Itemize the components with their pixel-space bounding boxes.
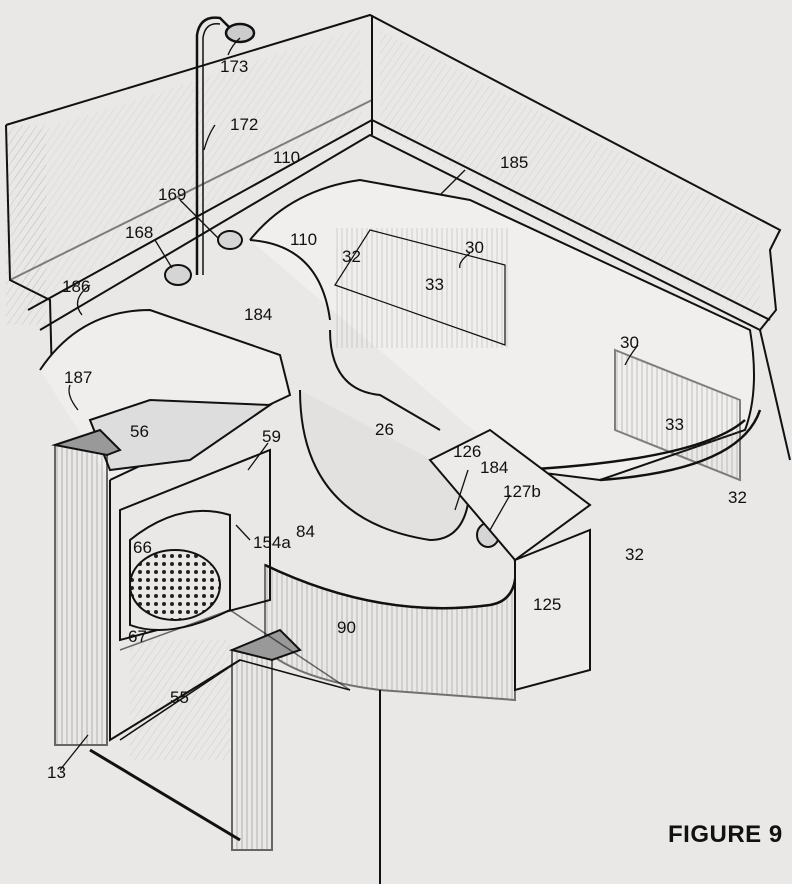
callout-185: 185 bbox=[500, 153, 528, 172]
floor-55 bbox=[119, 609, 351, 760]
leader-lines bbox=[59, 37, 639, 771]
callout-84: 84 bbox=[296, 522, 315, 541]
callout-168: 168 bbox=[125, 223, 153, 242]
callout-56: 56 bbox=[130, 422, 149, 441]
callout-33-top: 33 bbox=[425, 275, 444, 294]
front-panel-90 bbox=[264, 559, 517, 702]
callout-169: 169 bbox=[158, 185, 186, 204]
callout-26: 26 bbox=[375, 420, 394, 439]
bathtub bbox=[249, 178, 762, 542]
callout-90: 90 bbox=[337, 618, 356, 637]
callout-32-top: 32 bbox=[342, 247, 361, 266]
callout-186: 186 bbox=[62, 277, 90, 296]
callout-67: 67 bbox=[128, 627, 147, 646]
callout-32-right: 32 bbox=[728, 488, 747, 507]
outer-walls bbox=[5, 13, 791, 461]
callout-184-mid: 184 bbox=[480, 458, 508, 477]
callout-184-top: 184 bbox=[244, 305, 272, 324]
shower-assembly bbox=[195, 16, 256, 275]
callout-110-top: 110 bbox=[273, 148, 300, 167]
callout-187: 187 bbox=[64, 368, 92, 387]
callout-173: 173 bbox=[220, 57, 248, 76]
callout-66: 66 bbox=[133, 538, 152, 557]
knob-168 bbox=[164, 264, 192, 286]
callout-127b: 127b bbox=[503, 482, 541, 501]
knob-169 bbox=[217, 230, 243, 250]
callout-labels: 173 172 110 185 169 168 110 32 30 33 186… bbox=[47, 57, 747, 782]
callout-59: 59 bbox=[262, 427, 281, 446]
callout-30-top: 30 bbox=[465, 238, 484, 257]
callout-125: 125 bbox=[533, 595, 561, 614]
callout-154a: 154a bbox=[253, 533, 291, 552]
callout-172: 172 bbox=[230, 115, 258, 134]
callout-110-mid: 110 bbox=[290, 230, 317, 249]
callout-30-right: 30 bbox=[620, 333, 639, 352]
figure-caption: FIGURE 9 bbox=[668, 821, 783, 848]
callout-13: 13 bbox=[47, 763, 66, 782]
callout-126: 126 bbox=[453, 442, 481, 461]
callout-32-lower: 32 bbox=[625, 545, 644, 564]
door-frame bbox=[51, 428, 381, 884]
callout-55: 55 bbox=[170, 688, 189, 707]
callout-33-right: 33 bbox=[665, 415, 684, 434]
